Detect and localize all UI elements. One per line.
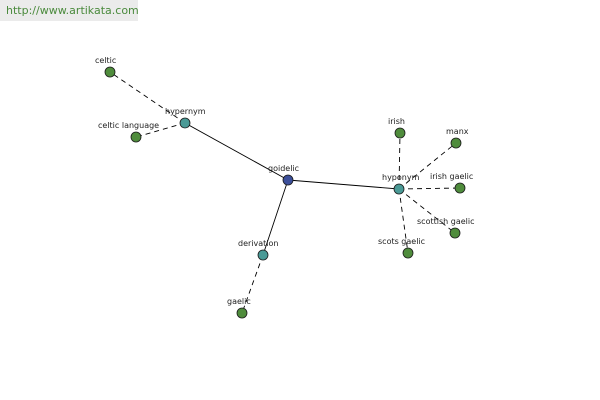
node-dot-goidelic[interactable] (282, 174, 294, 186)
edge-hyponym-irish (398, 132, 401, 190)
edge-goidelic-derivation (262, 179, 289, 256)
node-hyponym[interactable]: hyponym (382, 173, 420, 195)
node-dot-scots-gaelic[interactable] (402, 247, 414, 259)
node-label-celtic-language: celtic language (98, 121, 159, 130)
node-dot-irish[interactable] (394, 127, 406, 139)
node-dot-gaelic[interactable] (236, 307, 248, 319)
edge-goidelic-hypernym (184, 122, 289, 181)
edge-goidelic-hyponym (287, 179, 400, 190)
node-dot-manx[interactable] (450, 137, 462, 149)
edge-hypernym-celtic (109, 71, 186, 124)
node-irish-gaelic[interactable]: irish gaelic (430, 172, 473, 194)
node-celtic-language[interactable]: celtic language (98, 121, 159, 143)
node-dot-derivation[interactable] (257, 249, 269, 261)
node-irish[interactable]: irish (388, 117, 406, 139)
node-scots-gaelic[interactable]: scots gaelic (378, 237, 425, 259)
edge-derivation-gaelic (241, 254, 264, 314)
node-label-manx: manx (446, 127, 469, 136)
node-dot-hypernym[interactable] (179, 117, 191, 129)
node-label-scottish-gaelic: scottish gaelic (417, 217, 474, 226)
nodes-layer: goidelic hypernym hyponym derivation celtic c… (95, 56, 474, 319)
node-dot-hyponym[interactable] (393, 183, 405, 195)
edge-hyponym-manx (398, 142, 457, 190)
node-dot-celtic-language[interactable] (130, 131, 142, 143)
edge-hyponym-scots-gaelic (398, 188, 409, 254)
node-manx[interactable]: manx (446, 127, 469, 149)
site-url-banner[interactable]: http://www.artikata.com (0, 0, 139, 21)
node-label-irish: irish (388, 117, 405, 126)
node-label-irish-gaelic: irish gaelic (430, 172, 473, 181)
edge-hyponym-scottish-gaelic (398, 188, 456, 234)
node-label-hyponym: hyponym (382, 173, 420, 182)
node-goidelic[interactable]: goidelic (268, 164, 299, 186)
node-dot-scottish-gaelic[interactable] (449, 227, 461, 239)
edge-hyponym-irish-gaelic (398, 187, 461, 190)
node-label-goidelic: goidelic (268, 164, 299, 173)
node-dot-irish-gaelic[interactable] (454, 182, 466, 194)
node-label-gaelic: gaelic (227, 297, 251, 306)
edges-layer (109, 71, 461, 314)
node-label-celtic: celtic (95, 56, 116, 65)
node-label-hypernym: hypernym (165, 107, 206, 116)
node-hypernym[interactable]: hypernym (165, 107, 206, 129)
node-gaelic[interactable]: gaelic (227, 297, 251, 319)
node-derivation[interactable]: derivation (238, 239, 278, 261)
node-dot-celtic[interactable] (104, 66, 116, 78)
node-celtic[interactable]: celtic (95, 56, 116, 78)
node-scottish-gaelic[interactable]: scottish gaelic (417, 217, 474, 239)
node-label-scots-gaelic: scots gaelic (378, 237, 425, 246)
node-label-derivation: derivation (238, 239, 278, 248)
